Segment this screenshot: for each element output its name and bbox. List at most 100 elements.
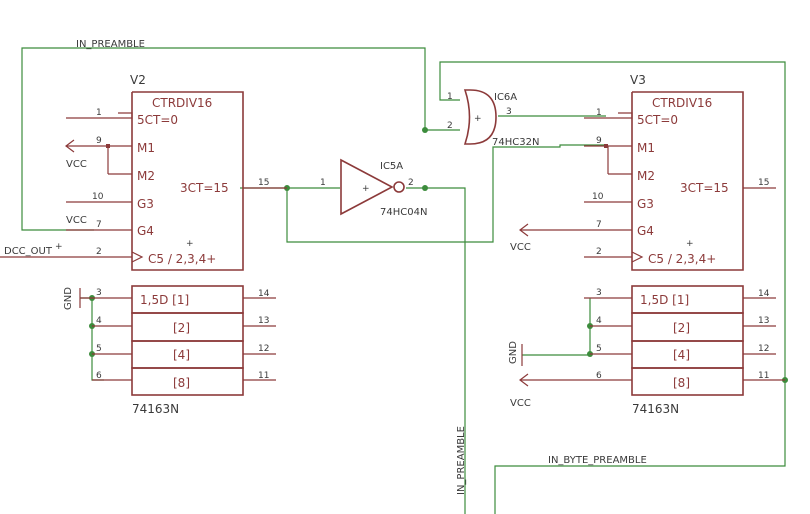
v2-pn-2: 2 — [96, 247, 102, 257]
v3-pn-15: 15 — [758, 178, 769, 188]
ic6a-part: 74HC32N — [492, 137, 539, 148]
ic5a-part: 74HC04N — [380, 207, 427, 218]
v2-pn-3: 3 — [96, 288, 102, 298]
v2-vcc-label-2: VCC — [66, 215, 87, 226]
v2-gnd-label: GND — [63, 287, 74, 310]
v2-name: V2 — [130, 73, 146, 87]
v2-d1: 1,5D [1] — [140, 293, 189, 307]
junction-preamble — [422, 127, 428, 133]
v3-vcc-arrow-pin7 — [519, 223, 529, 237]
v3-pn-2: 2 — [596, 247, 602, 257]
v2-part: 74163N — [132, 402, 179, 416]
v3-d4: [4] — [673, 348, 690, 362]
ic6a-shape — [463, 89, 497, 145]
v2-vcc-label: VCC — [66, 159, 87, 170]
ic5a-sym: + — [362, 184, 370, 194]
v2-d2: [2] — [173, 321, 190, 335]
v2-d8: [8] — [173, 376, 190, 390]
v3-gnd-label: GND — [508, 341, 519, 364]
v3-part: 74163N — [632, 402, 679, 416]
ic6a-pin-out: 3 — [506, 107, 512, 117]
v2-vcc-arrow — [65, 139, 75, 153]
wire-v2-gnd-bus — [80, 297, 104, 381]
v3-control-block — [631, 91, 744, 271]
v2-pn-15: 15 — [258, 178, 269, 188]
v3-d2: [2] — [673, 321, 690, 335]
v3-pn-6: 6 — [596, 371, 602, 381]
v3-m1: M1 — [637, 141, 655, 155]
v3-pn-1: 1 — [596, 108, 602, 118]
net-label-dcc-out: DCC_OUT — [4, 246, 53, 257]
wire-ic6a-pin1 — [439, 61, 786, 380]
v2-ct0: 5CT=0 — [137, 113, 178, 127]
ic6a-pin-b: 2 — [447, 121, 453, 131]
v3-m2: M2 — [637, 169, 655, 183]
v3-d8: [8] — [673, 376, 690, 390]
ic6a-or-gate: + IC6A 74HC32N 1 2 3 — [447, 89, 539, 148]
v2-pn-11: 11 — [258, 371, 269, 381]
wire-in-byte-preamble — [494, 380, 786, 514]
v3-pn-13: 13 — [758, 316, 769, 326]
v2-ct15: 3CT=15 — [180, 181, 229, 195]
wire-v3-gnd-bus — [522, 298, 591, 356]
v3-pn-5: 5 — [596, 344, 602, 354]
net-label-in-preamble-top: IN_PREAMBLE — [76, 39, 145, 50]
v2-pn-7: 7 — [96, 220, 102, 230]
v3-reg-8 — [631, 367, 744, 396]
v3-clock-triangle — [631, 251, 644, 263]
v2-reg-8 — [131, 367, 244, 396]
v2-pn-5: 5 — [96, 344, 102, 354]
v3-pn-4: 4 — [596, 316, 602, 326]
net-label-in-preamble-vertical: IN_PREAMBLE — [456, 426, 467, 495]
v3-ct0: 5CT=0 — [637, 113, 678, 127]
wire-in-preamble-loop — [21, 47, 460, 231]
net-label-in-byte-preamble: IN_BYTE_PREAMBLE — [548, 455, 647, 466]
v3-counter: V3 CTRDIV16 5CT=0 M1 M2 G3 G4 C5 / 2,3,4… — [508, 73, 785, 416]
v2-counter: V2 CTRDIV16 5CT=0 M1 M2 G3 G4 C5 / 2,3,4… — [63, 73, 287, 416]
v2-pn-13: 13 — [258, 316, 269, 326]
junction-inv-out — [422, 185, 428, 191]
v3-name: V3 — [630, 73, 646, 87]
v3-vcc-arrow-pin6 — [519, 373, 529, 387]
v3-g4: G4 — [637, 224, 654, 238]
v2-pn-4: 4 — [96, 316, 102, 326]
v2-ct0-mark — [118, 112, 133, 119]
ic5a-pin-in: 1 — [320, 178, 326, 188]
v2-m2: M2 — [137, 169, 155, 183]
v3-pn-3: 3 — [596, 288, 602, 298]
v3-func: CTRDIV16 — [652, 96, 712, 110]
v3-pn-10: 10 — [592, 192, 604, 202]
v3-g3: G3 — [637, 197, 654, 211]
v3-pn-7: 7 — [596, 220, 602, 230]
ic5a-inverter: + IC5A 74HC04N 1 2 — [320, 158, 427, 218]
v3-ct15: 3CT=15 — [680, 181, 729, 195]
v3-pin9-pad — [604, 144, 608, 148]
v3-vcc-label-pin7: VCC — [510, 242, 531, 253]
v3-pn-9: 9 — [596, 136, 602, 146]
v3-d1: 1,5D [1] — [640, 293, 689, 307]
v2-control-block — [131, 91, 244, 271]
v3-c5: C5 / 2,3,4+ — [648, 252, 716, 266]
v2-pn-12: 12 — [258, 344, 269, 354]
wire-ct15-to-v3-m1 — [286, 144, 606, 243]
v3-ct0-mark — [618, 112, 633, 119]
v2-pn-1: 1 — [96, 108, 102, 118]
v2-c5: C5 / 2,3,4+ — [148, 252, 216, 266]
v2-pin9-pad — [106, 144, 110, 148]
v3-pn-12: 12 — [758, 344, 769, 354]
ic6a-name: IC6A — [494, 92, 517, 103]
v2-d4: [4] — [173, 348, 190, 362]
v2-clock-triangle — [131, 251, 144, 263]
ic6a-pin-a: 1 — [447, 92, 453, 102]
v3-vcc-label-pin6: VCC — [510, 398, 531, 409]
ic5a-triangle — [340, 158, 394, 216]
v2-pn-10: 10 — [92, 192, 104, 202]
ic6a-sym: + — [474, 114, 482, 124]
ic5a-name: IC5A — [380, 161, 403, 172]
v2-func: CTRDIV16 — [152, 96, 212, 110]
v2-g4: G4 — [137, 224, 154, 238]
v2-pn-6: 6 — [96, 371, 102, 381]
v3-pn-14: 14 — [758, 289, 770, 299]
ic5a-pin-out: 2 — [408, 178, 414, 188]
